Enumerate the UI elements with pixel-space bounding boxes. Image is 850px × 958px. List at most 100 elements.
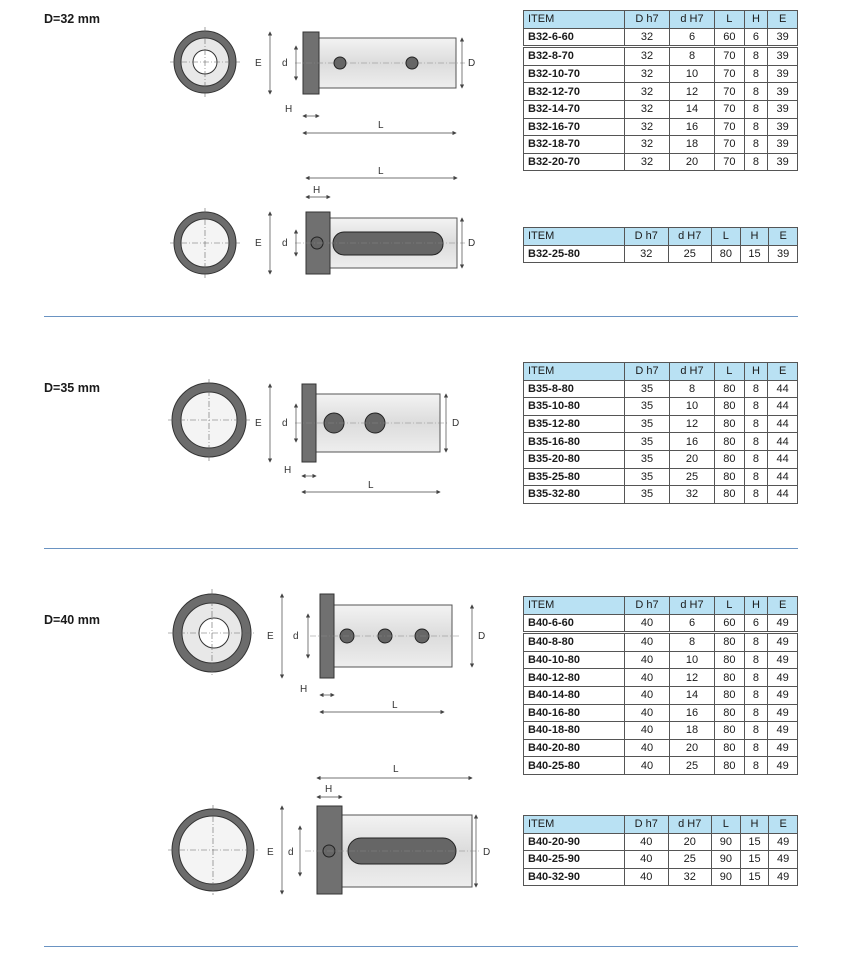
table-cell: 40 [624,832,669,852]
table-cell: 8 [743,738,769,758]
column-header: d H7 [669,10,715,29]
table-cell: B40-32-90 [523,867,625,887]
table-cell: 10 [669,650,715,670]
holder-end-view-5 [168,805,258,895]
table-cell: 8 [743,449,769,469]
table-cell: 10 [669,64,715,84]
holder-side-view-2 [295,211,465,275]
table-cell: 80 [714,738,745,758]
section-title-d40: D=40 mm [44,613,100,627]
table-cell: 8 [743,152,769,172]
table-cell: B32-12-70 [523,82,625,101]
table-cell: B32-10-70 [523,64,625,84]
column-header: L [714,362,745,381]
table-cell: 15 [739,867,770,887]
table-cell: 32 [669,485,715,504]
table-cell: 70 [714,82,745,101]
table-cell: B40-14-80 [523,685,625,705]
table-cell: 49 [767,650,798,670]
table-cell: 39 [767,64,798,84]
table-cell: 44 [767,397,798,416]
table-cell: 49 [768,867,798,887]
section-divider [44,316,798,317]
table-cell: 8 [743,685,769,705]
dim-label-E: E [255,238,262,249]
column-header: D h7 [624,227,669,246]
table-cell: 16 [669,432,715,451]
table-cell: 16 [669,117,715,137]
table-cell: 32 [624,45,670,66]
table-cell: 35 [624,467,670,487]
table-cell: 44 [767,379,798,399]
dim-label-D: D [483,847,490,858]
table-cell: 32 [624,244,669,264]
column-header: E [767,10,798,29]
holder-side-view-3 [295,383,448,463]
dim-label-H: H [325,784,332,795]
holder-side-view-1 [295,31,465,95]
table-cell: 8 [743,721,769,740]
table-cell: 90 [711,867,741,887]
table-cell: 8 [743,135,769,154]
table-cell: 49 [767,756,798,775]
table-cell: B32-20-70 [523,152,625,172]
table-cell: 80 [714,721,745,740]
table-cell: 6 [743,613,769,634]
table-cell: 6 [743,27,769,48]
column-header: D h7 [624,362,670,381]
dim-label-d: d [282,238,288,249]
table-cell: 40 [624,850,669,869]
table-cell: 35 [624,432,670,451]
table-cell: 32 [624,117,670,137]
dim-label-D: D [468,58,475,69]
table-cell: 20 [669,449,715,469]
table-cell: 14 [669,99,715,119]
table-cell: 8 [669,631,715,652]
table-cell: B40-18-80 [523,721,625,740]
column-header: E [768,815,798,834]
column-header: H [743,10,769,29]
column-header: E [767,362,798,381]
table-cell: 60 [714,27,745,48]
table-cell: B35-12-80 [523,414,625,434]
table-cell: 49 [767,703,798,723]
table-cell: 8 [743,668,769,687]
table-cell: 49 [767,738,798,758]
table-cell: 44 [767,467,798,487]
table-cell: B32-25-80 [523,244,625,264]
table-cell: 70 [714,152,745,172]
dim-label-d: d [282,58,288,69]
holder-end-view-1 [170,27,240,97]
table-cell: B40-6-60 [523,613,625,634]
table-cell: 25 [667,850,712,869]
table-cell: B40-25-80 [523,756,625,775]
table-cell: 35 [624,397,670,416]
table-cell: 49 [768,832,798,852]
table-cell: B32-16-70 [523,117,625,137]
table-cell: 80 [714,467,745,487]
dim-label-H: H [285,104,292,115]
table-cell: 8 [743,64,769,84]
table-cell: 8 [743,99,769,119]
table-cell: 10 [669,397,715,416]
column-header: H [739,227,770,246]
table-cell: 40 [624,631,670,652]
dim-label-E: E [255,58,262,69]
table-cell: 90 [711,832,741,852]
table-cell: 18 [669,721,715,740]
table-cell: 35 [624,414,670,434]
